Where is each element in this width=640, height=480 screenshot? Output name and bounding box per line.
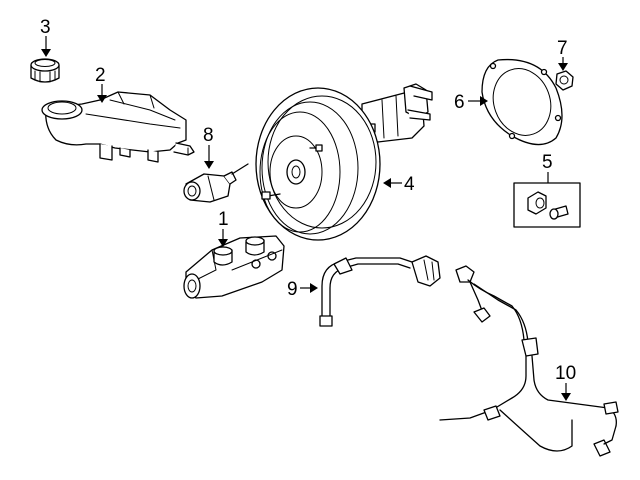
callout-8: 8 <box>203 125 214 169</box>
callout-9-label: 9 <box>287 279 298 300</box>
master-cylinder-part <box>183 235 285 299</box>
callout-5-label: 5 <box>542 152 553 173</box>
callout-2: 2 <box>95 65 107 103</box>
callout-1-label: 1 <box>218 209 229 230</box>
callout-2-label: 2 <box>95 65 106 86</box>
callout-4-label: 4 <box>404 174 415 195</box>
brake-booster-part <box>255 83 433 241</box>
callout-10: 10 <box>555 363 576 401</box>
vacuum-hose-part <box>319 255 441 327</box>
callout-3-label: 3 <box>40 17 51 38</box>
callout-6-label: 6 <box>454 92 465 113</box>
callout-9: 9 <box>287 279 318 300</box>
booster-gasket-part <box>481 58 563 146</box>
callout-3: 3 <box>40 17 51 57</box>
callout-6: 6 <box>454 92 488 113</box>
valve-kit-part <box>513 182 581 228</box>
callout-7-label: 7 <box>557 38 568 59</box>
reservoir-cap-part <box>30 58 60 83</box>
callout-1: 1 <box>218 209 229 247</box>
callout-4: 4 <box>383 174 415 195</box>
fluid-reservoir-part <box>41 91 195 163</box>
callout-8-label: 8 <box>203 125 214 146</box>
nut-part <box>555 70 574 91</box>
level-sensor-part <box>183 163 249 203</box>
callout-7: 7 <box>557 38 568 71</box>
wiring-harness-part <box>439 265 619 457</box>
callout-5: 5 <box>542 152 553 183</box>
callout-10-label: 10 <box>555 363 576 384</box>
